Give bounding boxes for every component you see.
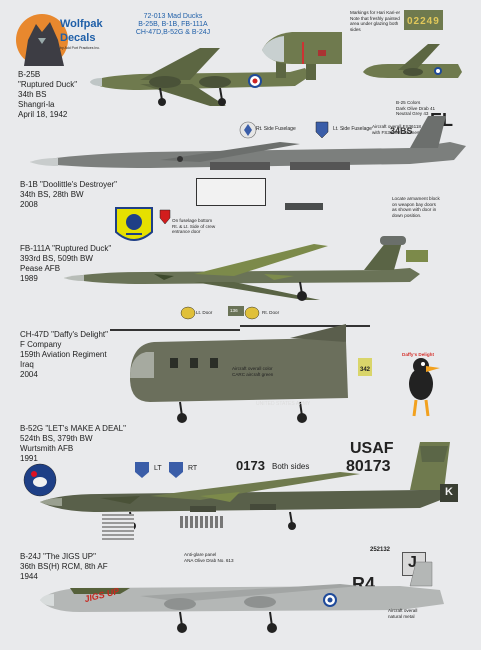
b52-aircraft xyxy=(40,442,456,530)
fb111-aircraft xyxy=(64,242,420,301)
fb111-caption: FB-111A "Ruptured Duck" 393rd BS, 509th … xyxy=(20,244,112,283)
b52-rt-label: RT xyxy=(188,465,198,472)
b24-aircraft xyxy=(40,561,444,633)
b25-aircraft xyxy=(90,48,316,106)
fb111-door-lt xyxy=(180,306,196,320)
b25-serial-box: 02249 xyxy=(404,10,443,30)
b52-caption: B-52G "LET's MAKE A DEAL" 524th BS, 379t… xyxy=(20,424,126,463)
fb111-door-rt xyxy=(244,306,260,320)
b1b-lt-fuselage-label: Lt. Side Fuselage xyxy=(333,126,372,132)
b25-colors-note: B-25 Colors Dark Olive Drab 41 Neutral G… xyxy=(396,100,436,117)
b52-stencil-strip-2 xyxy=(180,516,224,528)
b52-insignia-rt xyxy=(169,462,183,478)
ch47-helicopter xyxy=(110,324,370,423)
b1b-insignia-lt xyxy=(315,121,329,139)
ch47-side-num: 342 xyxy=(360,367,371,373)
ch47-caption: CH-47D "Daffy's Delight" F Company 159th… xyxy=(20,330,108,379)
header-line3: CH-47D,B-52G & B-24J xyxy=(135,29,211,36)
sheet-header: 72-013 Mad Ducks B-25B, B-1B, FB-111A CH… xyxy=(108,13,238,37)
b1b-insignia-rt xyxy=(239,121,257,139)
b52-stencil-strip xyxy=(102,514,134,540)
b1b-fuselage-marking xyxy=(159,209,171,225)
b24-panel-note: Anti-glare panel ANA Olive Drab No. 613 xyxy=(184,552,234,563)
b1b-armament-block xyxy=(285,203,323,210)
b52-tail-letter-box: K xyxy=(440,484,458,502)
b24-finish-note: Aircraft overall natural metal xyxy=(388,608,418,619)
b52-insignia-lt xyxy=(135,462,149,478)
b52-serial: 0173 xyxy=(236,458,265,473)
fb111-rt-door-label: Rt. Door xyxy=(262,310,280,315)
fb111-small-num: 136 xyxy=(230,308,238,313)
header-line2: B-25B, B-1B, FB-111A xyxy=(138,21,208,28)
ch47-army-box: UNITED STATES ARMY xyxy=(256,392,310,410)
fb111-tail-badge xyxy=(380,236,406,245)
daffy-duck-mascot-icon xyxy=(409,358,440,417)
b52-lt-label: LT xyxy=(154,465,162,472)
b25-caption: B-25B "Ruptured Duck" 34th BS Shangri-la… xyxy=(18,70,78,119)
b25-tail-view xyxy=(363,44,462,78)
wolf-head-icon xyxy=(16,14,68,66)
b25-nose-detail xyxy=(262,32,342,64)
ch47-army-text: UNITED STATES ARMY xyxy=(256,401,311,407)
b1b-rt-fuselage-label: Rt. Side Fuselage xyxy=(256,126,296,132)
b1b-nose-art xyxy=(115,207,153,241)
ch47-side-num-box: 342 xyxy=(358,358,373,376)
wolfpak-logo: Wolfpak Decals by Add Port Practices Inc… xyxy=(12,10,112,66)
fb111-door-rt-box: 136 xyxy=(228,306,244,316)
logo-line2: Decals xyxy=(60,32,96,44)
header-line1: 72-013 Mad Ducks xyxy=(143,13,203,20)
b1b-tail-unit: 34BS xyxy=(390,126,413,136)
fb111-lt-door-label: Lt. Door xyxy=(196,310,213,315)
ch47-color-note: Aircraft overall color CARC aircraft gre… xyxy=(232,366,274,377)
b24-caption: B-24J "The JIGS UP" 36th BS(H) RCM, 8th … xyxy=(20,552,108,581)
b1b-window-decal xyxy=(196,178,266,206)
b52-tail-letter: K xyxy=(445,486,453,498)
logo-line1: Wolfpak xyxy=(60,18,103,30)
b1b-caption: B-1B "Doolittle's Destroyer" 34th BS, 28… xyxy=(20,180,118,209)
b1b-armament-note: Locate armament block on weapon bay door… xyxy=(392,196,440,218)
b1b-color-note: Aircraft overall FS36118 with FS36081 ra… xyxy=(372,124,421,135)
b24-tail-letter: J xyxy=(408,554,417,571)
logo-tagline: by Add Port Practices Inc. xyxy=(60,46,101,50)
b1b-fuselage-note: On fuselage bottom Rt. & Lt. Side of cre… xyxy=(172,218,216,235)
b52-tail-serial: 80173 xyxy=(346,458,391,475)
b52-usaf: USAF xyxy=(350,440,394,457)
fb111-tail-panel xyxy=(406,250,428,262)
b52-both-sides: Both sides xyxy=(272,462,310,471)
b24-serial: 252132 xyxy=(370,547,391,553)
ch47-mascot-text: Daffy's Delight xyxy=(402,352,434,357)
b52-emblem-left xyxy=(23,463,57,497)
b1b-aircraft xyxy=(30,116,466,170)
b25-markings-note: Markings for Hari Kari-er Note that fres… xyxy=(350,10,401,32)
b25-serial: 02249 xyxy=(407,16,440,27)
